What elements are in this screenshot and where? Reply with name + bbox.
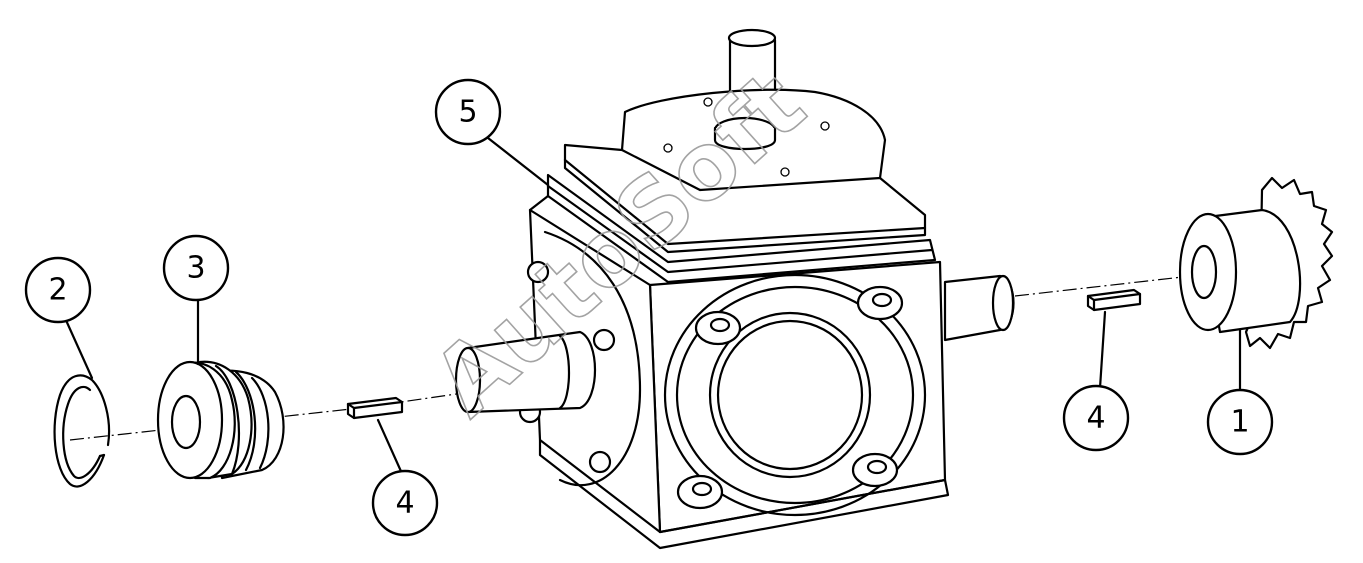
svg-text:2: 2 <box>48 273 67 308</box>
key-left <box>346 396 404 420</box>
callout-4-right: 4 <box>1062 384 1130 452</box>
pulley-hub <box>156 360 285 480</box>
mounting-lug-top-right <box>856 285 904 321</box>
svg-text:1: 1 <box>1230 405 1249 440</box>
svg-text:4: 4 <box>395 486 414 521</box>
mounting-lug-bottom-right <box>851 452 899 488</box>
callout-1: 1 <box>1206 388 1274 456</box>
svg-text:4: 4 <box>1086 401 1105 436</box>
callout-5: 5 <box>434 78 502 146</box>
mounting-lug-bottom-left <box>676 474 724 510</box>
leader-lines <box>63 136 1242 480</box>
callout-2: 2 <box>24 256 92 324</box>
svg-text:5: 5 <box>458 95 477 130</box>
gearbox <box>454 28 1015 550</box>
callout-4-left: 4 <box>371 469 439 537</box>
svg-text:3: 3 <box>186 251 205 286</box>
sprocket-hub <box>1178 176 1334 350</box>
mounting-lug-top-left <box>694 310 742 346</box>
key-right <box>1086 288 1142 312</box>
callout-3: 3 <box>162 234 230 302</box>
snap-ring <box>53 374 111 488</box>
